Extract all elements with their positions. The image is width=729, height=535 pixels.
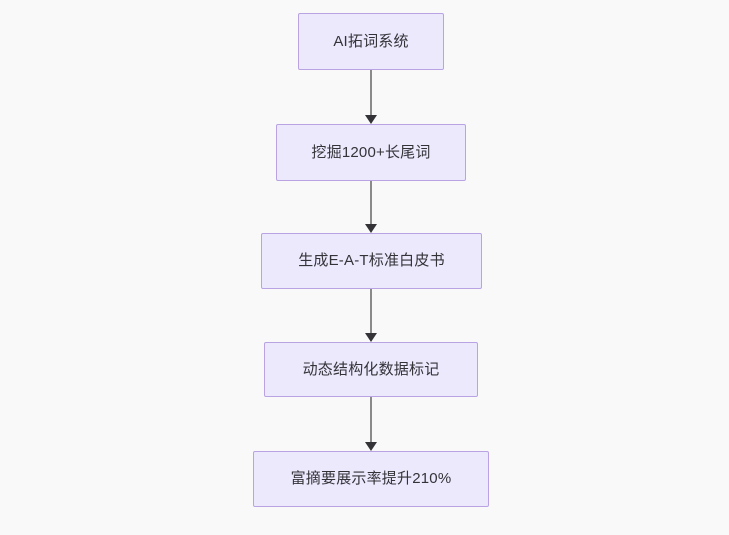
edge-line [370,397,372,442]
flow-node-ai-keyword-system[interactable]: AI拓词系统 [298,13,444,70]
flow-node-label: AI拓词系统 [333,32,409,50]
edge-line [370,181,372,224]
flow-edge-2-to-3 [364,181,378,233]
flow-node-generate-eat-whitepaper[interactable]: 生成E-A-T标准白皮书 [261,233,482,289]
flow-node-label: 生成E-A-T标准白皮书 [298,252,445,269]
edge-arrowhead [365,442,377,451]
edge-arrowhead [365,333,377,342]
edge-line [370,70,372,115]
flow-node-label: 富摘要展示率提升210% [290,470,452,487]
flow-edge-4-to-5 [364,397,378,451]
flow-node-label: 动态结构化数据标记 [302,360,440,378]
flow-node-dynamic-structured-data-markup[interactable]: 动态结构化数据标记 [264,342,478,397]
flow-node-rich-snippet-impression-lift[interactable]: 富摘要展示率提升210% [253,451,489,507]
edge-line [370,289,372,333]
flow-edge-1-to-2 [364,70,378,124]
edge-arrowhead [365,224,377,233]
edge-arrowhead [365,115,377,124]
flow-node-label: 挖掘1200+长尾词 [311,143,431,161]
flow-node-mine-longtail-keywords[interactable]: 挖掘1200+长尾词 [276,124,466,181]
flow-edge-3-to-4 [364,289,378,342]
